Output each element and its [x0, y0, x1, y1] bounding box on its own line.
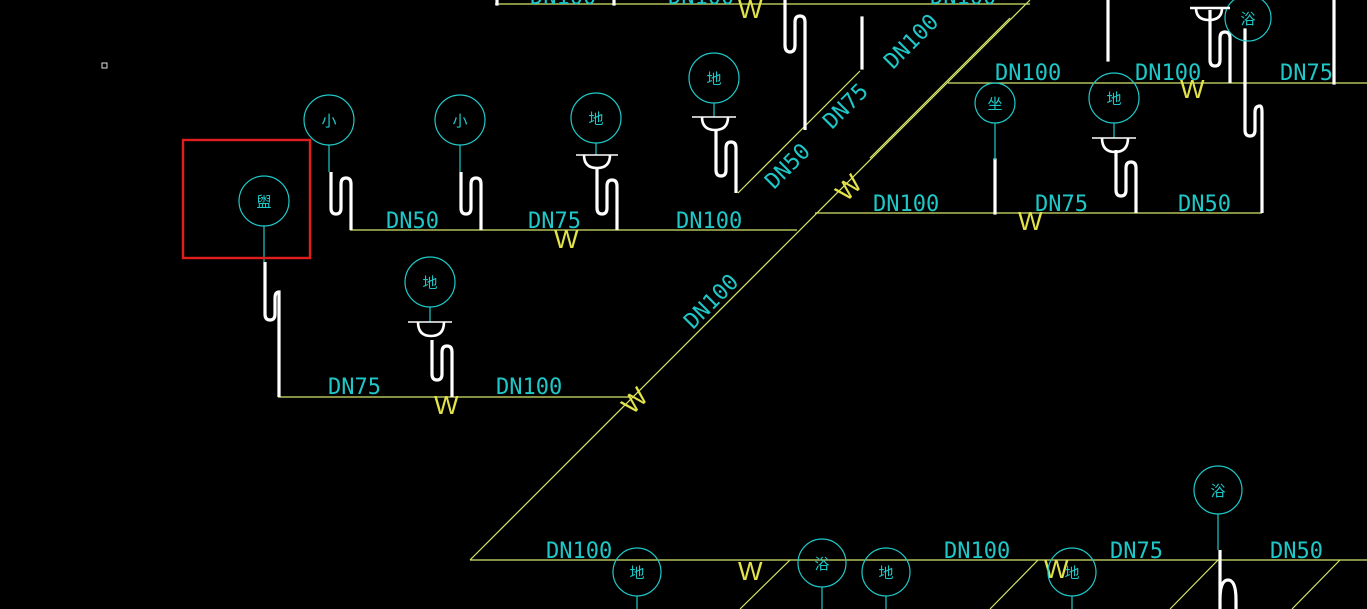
- fixture-floor-drain-5[interactable]: 地: [612, 547, 662, 609]
- fixture-label-floor-drain-1: 地: [588, 110, 603, 128]
- pipe-label-diag-top-dn100: DN100: [880, 10, 945, 75]
- bottom-diag-1[interactable]: [739, 559, 791, 609]
- fixture-label-floor-drain-5: 地: [629, 564, 644, 582]
- fixture-label-shower-1: 浴: [1240, 10, 1255, 28]
- row1-trap-2[interactable]: [459, 172, 483, 230]
- fixture-label-floor-drain-2: 地: [706, 70, 721, 88]
- w-mark-row1: W: [554, 224, 579, 254]
- fixture-label-urinal-2: 小: [452, 112, 467, 130]
- bottom-diag-4[interactable]: [1291, 559, 1341, 609]
- pipe-label-diag-mid-dn100: DN100: [680, 270, 745, 335]
- fixture-label-shower-3: 浴: [1210, 482, 1225, 500]
- fixture-floor-drain-2[interactable]: 地: [688, 52, 740, 132]
- pipe-label-right-dn100-a: DN100: [995, 61, 1061, 86]
- fixture-label-toilet: 坐: [987, 95, 1002, 113]
- fixture-label-washbasin: 盥: [256, 193, 271, 211]
- w-mark-top: W: [738, 0, 763, 24]
- pipe-label-mid-right-dn75: DN75: [1035, 192, 1088, 217]
- fixture-floor-drain-1[interactable]: 地: [570, 92, 622, 170]
- fixture-toilet[interactable]: 坐: [974, 82, 1016, 160]
- top-right-floor-drain-trap[interactable]: [1190, 6, 1230, 22]
- main-stack-diagonal[interactable]: [469, 0, 1031, 561]
- fixture-label-floor-drain-4: 地: [1106, 90, 1121, 108]
- fixture-floor-drain-4[interactable]: 地: [1088, 72, 1140, 154]
- fixture-floor-drain-6[interactable]: 地: [861, 547, 911, 609]
- pipe-label-mid-right-dn100: DN100: [873, 192, 939, 217]
- row2-trap-2[interactable]: [430, 340, 454, 397]
- pipe-label-bottom-dn50: DN50: [1270, 539, 1323, 564]
- row1-trap-4[interactable]: [714, 130, 738, 193]
- fixture-shower-1[interactable]: 浴: [1224, 0, 1272, 42]
- pipe-label-mid-right-dn50: DN50: [1178, 192, 1231, 217]
- fixture-urinal-1[interactable]: 小: [303, 94, 355, 172]
- pipe-label-row2-dn75: DN75: [328, 375, 381, 400]
- fixture-label-floor-drain-6: 地: [878, 564, 893, 582]
- right-mid-trap-1[interactable]: [1114, 150, 1138, 213]
- w-mark-row2: W: [434, 390, 459, 420]
- fixture-floor-drain-7[interactable]: 地: [1047, 547, 1097, 609]
- w-mark-right-mid-2: W: [1018, 206, 1043, 236]
- w-mark-right-upper: W: [1180, 74, 1205, 104]
- fixture-shower-3[interactable]: 浴: [1193, 465, 1243, 550]
- fixture-floor-drain-3[interactable]: 地: [404, 256, 456, 338]
- fixture-urinal-2[interactable]: 小: [434, 94, 486, 172]
- right-mid-trap-2[interactable]: [1243, 83, 1264, 213]
- pipe-label-row1-dn100: DN100: [676, 209, 742, 234]
- bottom-trap-1[interactable]: [1218, 550, 1238, 609]
- row2-trap-1[interactable]: [263, 262, 281, 397]
- pipe-label-row1-dn50: DN50: [386, 209, 439, 234]
- pipe-label-diag-top-dn75: DN75: [819, 79, 874, 134]
- row1-trap-1[interactable]: [329, 172, 353, 230]
- branch-diagonal-right[interactable]: [869, 17, 1011, 159]
- pipe-label-top-dn100-a: DN100: [530, 0, 596, 10]
- pipe-label-bottom-dn100-a: DN100: [546, 539, 612, 564]
- branch-diagonal-top[interactable]: [737, 70, 861, 194]
- selection-box[interactable]: [181, 138, 312, 260]
- fixture-label-urinal-1: 小: [321, 112, 336, 130]
- pipe-label-bottom-dn100-b: DN100: [944, 539, 1010, 564]
- pipe-label-right-dn75-top: DN75: [1280, 61, 1333, 86]
- pipe-label-bottom-dn75: DN75: [1110, 539, 1163, 564]
- fixture-shower-2[interactable]: 浴: [797, 538, 847, 609]
- w-mark-right-mid-1: W: [829, 168, 868, 207]
- w-mark-stack-mid: W: [615, 381, 654, 420]
- pipe-label-right-dn100-b: DN100: [1135, 61, 1201, 86]
- fixture-label-floor-drain-7: 地: [1064, 564, 1079, 582]
- fixture-washbasin[interactable]: 盥: [238, 175, 290, 262]
- pipe-label-row2-dn100: DN100: [496, 375, 562, 400]
- row1-trap-3[interactable]: [595, 168, 619, 230]
- bottom-diag-3[interactable]: [1169, 559, 1219, 609]
- pipe-label-top-dn100-c: DN100: [930, 0, 996, 10]
- fixture-label-shower-2: 浴: [814, 555, 829, 573]
- pipe-label-diag-top-dn50: DN50: [761, 139, 816, 194]
- fixture-label-floor-drain-3: 地: [422, 274, 437, 292]
- snap-point-marker[interactable]: [101, 62, 108, 69]
- right-upper-trap-1[interactable]: [1208, 10, 1232, 83]
- pipe-label-row1-dn75: DN75: [528, 209, 581, 234]
- bottom-diag-2[interactable]: [989, 559, 1039, 609]
- w-mark-bottom-1: W: [738, 556, 763, 586]
- top-trap-1[interactable]: [783, 0, 807, 130]
- pipe-label-top-dn100-b: DN100: [668, 0, 734, 10]
